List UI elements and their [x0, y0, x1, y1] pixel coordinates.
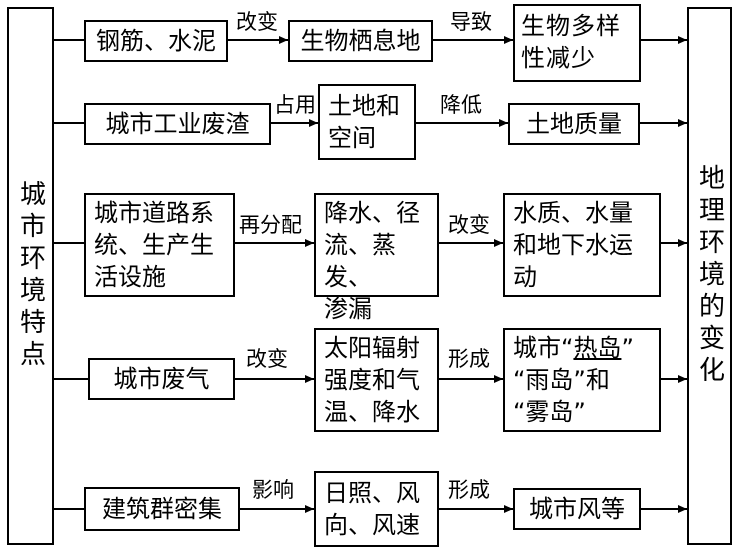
arrow-label-row2-b: 降低	[440, 93, 482, 117]
middle-line: 空间	[328, 124, 376, 152]
middle-line: 强度和气	[324, 366, 420, 394]
cause-line: 城市道路系	[94, 199, 214, 227]
geographic-environment-change-box: 地理环境的变化	[687, 7, 732, 545]
result-box-row4: 城市“热岛” “雨岛”和 “雾岛”	[503, 328, 661, 432]
middle-line: 渗漏	[324, 295, 372, 323]
middle-box-row1: 生物栖息地	[288, 20, 433, 62]
result-line: 水质、水量	[513, 199, 633, 227]
heat-island-underlined: 热岛	[573, 334, 622, 362]
result-line: 生物多样	[521, 12, 621, 40]
middle-line: 土地和	[328, 92, 400, 120]
cause-box-row4: 城市废气	[88, 358, 235, 400]
cause-box-row2: 城市工业废渣	[84, 103, 271, 145]
middle-label: 生物栖息地	[300, 27, 421, 55]
result-label: 城市风等	[529, 495, 625, 523]
cause-box-row5: 建筑群密集	[84, 487, 240, 531]
result-box-row1: 生物多样 性减少	[513, 4, 641, 82]
cause-box-row1: 钢筋、水泥	[84, 20, 228, 62]
arrow-label-row3-b: 改变	[448, 213, 490, 237]
cause-line: 活设施	[94, 263, 166, 291]
result-label: 土地质量	[526, 110, 622, 138]
result-suffix: ”	[621, 334, 634, 362]
cause-box-row3: 城市道路系 统、生产生 活设施	[84, 193, 235, 297]
arrow-label-row2-a: 占用	[274, 93, 316, 117]
cause-line: 统、生产生	[94, 231, 214, 259]
cause-label: 钢筋、水泥	[96, 27, 216, 55]
middle-line: 流、蒸发、	[324, 231, 396, 291]
result-line: 动	[513, 263, 537, 291]
result-line: 城市“热岛”	[513, 332, 651, 364]
result-box-row2: 土地质量	[508, 103, 640, 145]
middle-line: 日照、风	[324, 479, 420, 507]
middle-line: 太阳辐射	[324, 334, 420, 362]
result-box-row5: 城市风等	[513, 488, 641, 530]
result-line: “雾岛”	[513, 398, 586, 426]
middle-line: 降水、径	[324, 199, 420, 227]
middle-line: 温、降水	[324, 398, 420, 426]
result-line: 和地下水运	[513, 231, 633, 259]
middle-box-row4: 太阳辐射 强度和气 温、降水	[314, 328, 439, 432]
right-title: 地理环境的变化	[694, 164, 725, 388]
arrow-label-row1-a: 改变	[236, 10, 278, 34]
urban-environment-features-box: 城市环境特点	[7, 7, 54, 545]
middle-line: 向、风速	[324, 511, 420, 539]
result-box-row3: 水质、水量 和地下水运 动	[503, 193, 661, 297]
middle-box-row5: 日照、风 向、风速	[314, 471, 439, 547]
arrow-label-row5-a: 影响	[252, 478, 294, 502]
arrow-label-row5-b: 形成	[448, 478, 490, 502]
arrow-label-row4-b: 形成	[448, 347, 490, 371]
left-title: 城市环境特点	[15, 180, 46, 372]
arrow-label-row4-a: 改变	[246, 347, 288, 371]
cause-label: 城市工业废渣	[105, 110, 250, 138]
cause-label: 建筑群密集	[102, 495, 222, 523]
middle-box-row3: 降水、径 流、蒸发、 渗漏	[314, 193, 439, 323]
result-line: “雨岛”和	[513, 366, 610, 394]
cause-label: 城市废气	[113, 365, 210, 393]
middle-box-row2: 土地和 空间	[318, 84, 416, 160]
arrow-label-row1-b: 导致	[450, 10, 492, 34]
result-line: 性减少	[521, 44, 596, 72]
arrow-label-row3-a: 再分配	[239, 213, 302, 237]
result-prefix: 城市“	[513, 334, 574, 362]
